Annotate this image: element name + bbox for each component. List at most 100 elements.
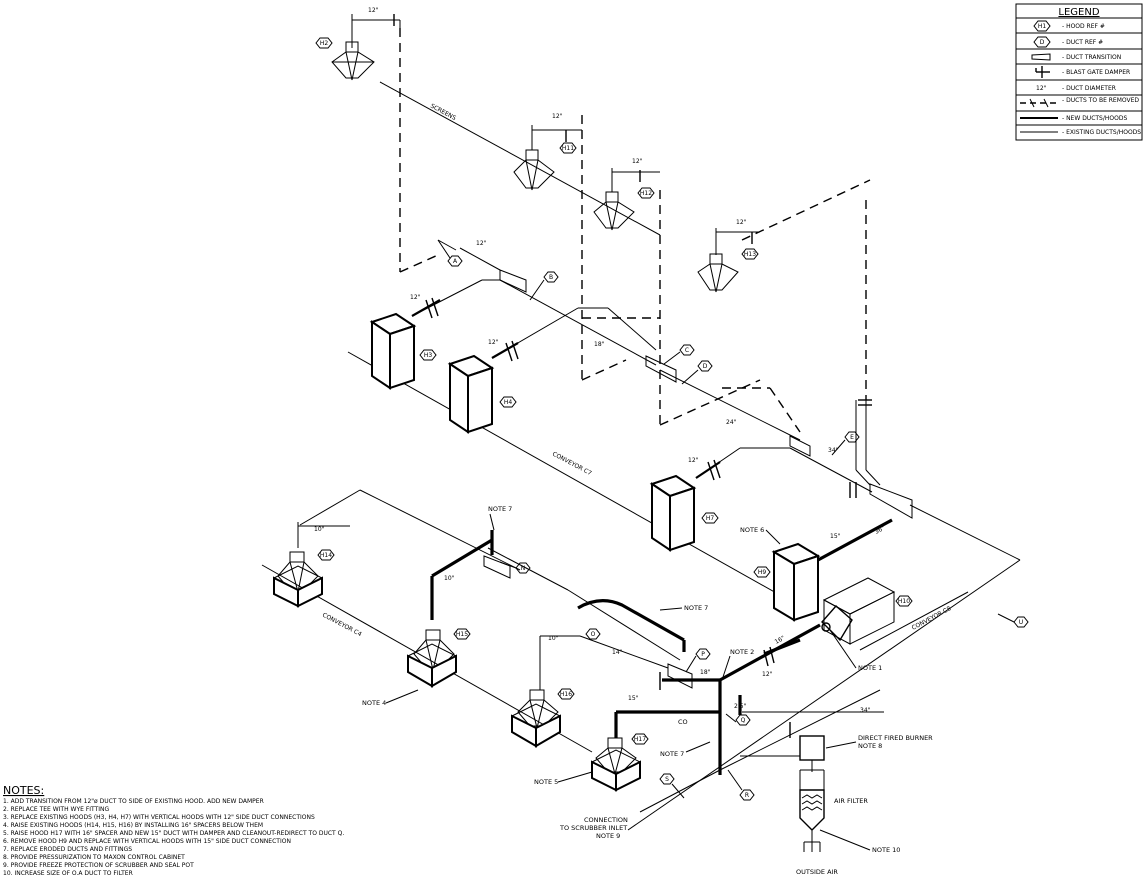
conveyor-c8-label: CONVEYOR C8: [911, 605, 953, 632]
duct-tag-u: U: [997, 613, 1029, 628]
legend-row-text: - HOOD REF #: [1062, 23, 1105, 30]
hood-tag-h16: H16: [557, 688, 575, 700]
hood-h7-cabinet: [649, 474, 697, 552]
duct-transitions: [483, 269, 913, 689]
duct-transition-icon: [667, 663, 693, 689]
svg-text:H7: H7: [706, 515, 715, 522]
svg-text:18": 18": [594, 341, 605, 348]
note-2-callout: NOTE 2: [730, 648, 754, 656]
svg-text:12": 12": [762, 671, 773, 678]
callouts: NOTE 7 NOTE 7 NOTE 7 NOTE 6 NOTE 2 NOTE …: [362, 505, 933, 876]
notes-block: NOTES: 1. ADD TRANSITION FROM 12"ø DUCT …: [3, 784, 344, 877]
svg-text:O: O: [591, 631, 596, 638]
svg-text:15": 15": [830, 533, 841, 540]
svg-text:H4: H4: [504, 399, 513, 406]
hood-h14: [272, 551, 324, 608]
duct-tag-q: Q: [725, 713, 751, 726]
hood-tag-h14: H14: [317, 549, 335, 561]
svg-text:D: D: [703, 363, 708, 370]
legend-row-text: - NEW DUCTS/HOODS: [1062, 115, 1127, 122]
screens-label: SCREENS: [429, 103, 457, 122]
note-item: 4. RAISE EXISTING HOODS (H14, H15, H16) …: [3, 822, 263, 829]
cleanout-label: CO: [678, 718, 688, 726]
hood-tag-h15: H15: [453, 628, 471, 640]
svg-text:10": 10": [548, 635, 559, 642]
duct-tag-c: C: [663, 344, 695, 365]
note-1-callout: NOTE 1: [858, 664, 882, 672]
note-item: 9. PROVIDE FREEZE PROTECTION OF SCRUBBER…: [3, 862, 194, 869]
removed-duct-line-icon: [1020, 98, 1058, 108]
hood-tag-h12: H12: [637, 187, 655, 199]
svg-text:S: S: [665, 776, 669, 783]
duct-tag-n: N: [499, 561, 531, 574]
duct-transition-icon: [645, 355, 677, 383]
note-item: 6. REMOVE HOOD H9 AND REPLACE WITH VERTI…: [3, 838, 291, 845]
hood-ref-hex-icon: [1033, 20, 1051, 32]
duct-tag-r: R: [727, 769, 755, 801]
svg-text:12": 12": [632, 158, 643, 165]
hood-h15: [406, 629, 458, 688]
duct-transition-icon: [499, 269, 527, 293]
svg-text:12": 12": [736, 219, 747, 226]
svg-text:H11: H11: [562, 145, 574, 152]
svg-text:12": 12": [688, 457, 699, 464]
svg-text:H16: H16: [560, 691, 572, 698]
svg-text:34": 34": [860, 707, 871, 714]
note-7-callout: NOTE 7: [684, 604, 708, 612]
duct-transition-icon: [483, 555, 511, 579]
note-item: 7. REPLACE ERODED DUCTS AND FITTINGS: [3, 846, 132, 853]
conveyor-c8-line: [859, 591, 969, 651]
note-10-callout: NOTE 10: [872, 846, 900, 854]
svg-text:B: B: [549, 274, 553, 281]
air-filter: [799, 789, 825, 852]
hood-h10: [821, 577, 896, 645]
hood-reference-tags: H2 H11 H12 H13 H3 H4 H7 H9 H10 H14 H15 H…: [315, 37, 913, 745]
hood-tag-h10: H10: [895, 595, 913, 607]
svg-text:E: E: [850, 434, 854, 441]
note-4-callout: NOTE 4: [362, 699, 386, 707]
existing-ducts: [297, 14, 1021, 831]
hood-tag-h4: H4: [499, 396, 517, 408]
svg-text:U: U: [1019, 619, 1023, 626]
duct-tag-b: B: [529, 271, 559, 301]
damper-marks: [425, 297, 872, 738]
note-item: 3. REPLACE EXISTING HOODS (H3, H4, H7) W…: [3, 814, 315, 821]
new-ducts: [411, 299, 893, 775]
duct-transition-icon: [869, 483, 913, 519]
svg-text:Q: Q: [741, 717, 746, 724]
note-7-callout: NOTE 7: [660, 750, 684, 758]
notes-title: NOTES:: [3, 784, 44, 797]
note-item: 5. RAISE HOOD H17 WITH 16" SPACER AND NE…: [3, 830, 344, 837]
dimension-labels: 12" 12" 12" 12" 12" 12" 12" 12" 18" 24" …: [314, 7, 886, 714]
note-item: 10. INCREASE SIZE OF O.A DUCT TO FILTER: [3, 870, 133, 877]
svg-text:H17: H17: [634, 736, 646, 743]
legend-row-text: - DUCT TRANSITION: [1062, 54, 1121, 61]
connection-label: TO SCRUBBER INLET: [559, 824, 627, 832]
legend-frame: [1015, 3, 1143, 141]
svg-text:D: D: [1040, 39, 1045, 46]
connection-label: CONNECTION: [584, 816, 628, 824]
legend-row-text: - DUCT DIAMETER: [1062, 85, 1116, 92]
removed-ducts: [393, 14, 871, 433]
svg-text:2.5": 2.5": [734, 703, 747, 710]
hood-tag-h2: H2: [315, 37, 333, 49]
duct-tag-s: S: [659, 773, 685, 799]
svg-text:H10: H10: [898, 598, 910, 605]
svg-text:H3: H3: [424, 352, 433, 359]
note-5-callout: NOTE 5: [534, 778, 558, 786]
outside-air-label: OUTSIDE AIR: [796, 868, 838, 876]
legend-title: LEGEND: [1058, 7, 1099, 18]
screens-line: [379, 81, 661, 236]
legend-row-text: - BLAST GATE DAMPER: [1062, 69, 1130, 76]
note-item: 1. ADD TRANSITION FROM 12"ø DUCT TO SIDE…: [3, 798, 264, 805]
duct-reference-tags: A B C D E N O P Q R S U: [437, 239, 1029, 801]
svg-text:R: R: [745, 792, 749, 799]
svg-text:15": 15": [628, 695, 639, 702]
legend: LEGEND H1 - HOOD REF # D - DUCT REF # - …: [1015, 3, 1143, 141]
duct-transition-icon: [789, 435, 811, 457]
svg-text:10": 10": [444, 575, 455, 582]
duct-ref-hex-icon: [1033, 36, 1051, 48]
hood-tag-h7: H7: [701, 512, 719, 524]
blast-gate-damper-icon: [1035, 66, 1050, 78]
